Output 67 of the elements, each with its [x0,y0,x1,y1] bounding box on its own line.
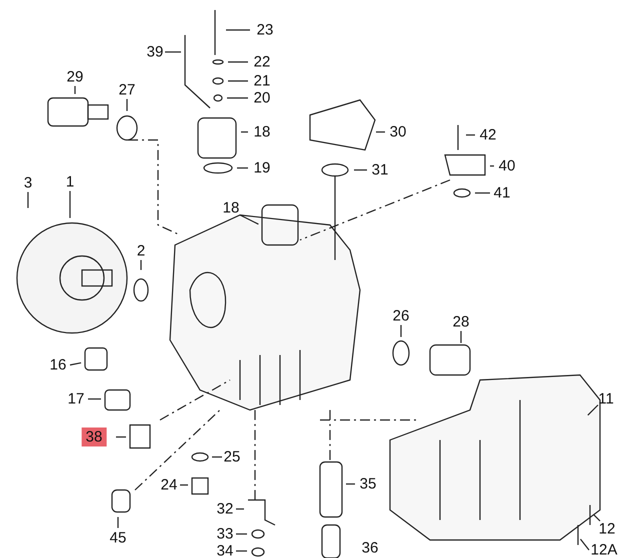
leader-line [460,331,462,343]
callout-number: 42 [478,126,498,144]
callout-number: 45 [108,530,128,546]
callout-number: 2 [136,242,146,260]
leader-line [165,51,181,53]
callout-number: 29 [66,68,84,86]
highlighted-callout-number: 38 [82,428,106,446]
callout-number: 12A [590,542,618,558]
leader-line [241,131,248,133]
leader-line [236,533,247,535]
callout-number: 16 [48,356,68,374]
leader-line [70,362,82,366]
leader-line [226,29,250,31]
leader-line [126,99,128,111]
leader-line [117,517,119,528]
callout-number: 25 [222,448,242,466]
leader-line [236,550,247,552]
callout-number: 12 [598,520,616,538]
callout-number: 17 [66,390,86,408]
callout-number: 33 [216,526,234,542]
leader-line [74,86,76,94]
leader-line [475,192,490,194]
leader-line [376,131,385,133]
leader-line [27,192,29,208]
leader-line [228,61,248,63]
callout-number: 11 [597,390,615,408]
leader-line [354,169,367,171]
callout-number: 22 [252,54,272,70]
callout-number: 34 [216,542,234,558]
callout-number: 30 [388,124,408,140]
leader-line [212,456,222,458]
leader-line [237,167,248,169]
callout-number: 18 [252,124,272,140]
leader-line [140,260,142,270]
callout-number: 19 [252,160,272,176]
callout-number: 1 [64,174,76,190]
leader-line [466,134,475,136]
leader-line [400,325,402,337]
callout-number: 23 [256,22,274,38]
leader-line [587,404,598,416]
callout-number: 41 [492,184,512,202]
callout-number: 20 [252,90,272,106]
callout-number: 31 [370,162,390,178]
leader-line [346,483,355,485]
callout-number: 18 [222,200,240,216]
callout-number: 32 [216,500,234,518]
leader-line [240,214,259,225]
callout-number: 24 [160,476,178,494]
leader-line [88,398,101,400]
leader-line [580,538,590,550]
leader-line [593,514,600,522]
callout-number: 36 [360,540,380,556]
leader-line [228,80,248,82]
leader-line [69,191,71,218]
callout-number: 27 [118,82,136,98]
callout-number: 39 [146,44,164,60]
callout-number: 40 [498,158,516,174]
callout-number: 35 [358,476,378,492]
leader-line [236,508,244,510]
leader-line [116,436,126,438]
leader-line [490,165,494,167]
leader-line [180,484,188,486]
callout-number: 28 [452,314,470,330]
callout-number: 3 [22,174,34,192]
callout-number: 21 [252,72,272,90]
callout-number: 26 [392,308,410,324]
leader-line [227,97,248,99]
